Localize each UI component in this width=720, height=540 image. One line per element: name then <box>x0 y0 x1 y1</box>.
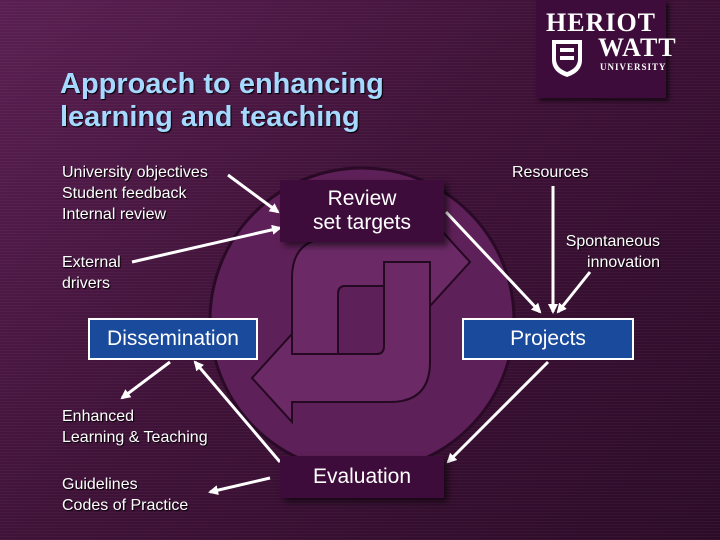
review-line: Review <box>327 187 397 210</box>
external-line: drivers <box>62 275 111 292</box>
dissemination-box: Dissemination <box>88 318 258 360</box>
arrow-review-to-projects <box>444 210 542 314</box>
outputs-guidelines: Guidelines Codes of Practice <box>62 474 188 516</box>
arrow-evaluation-to-guidelines <box>208 476 271 496</box>
arrow-evaluation-to-dissemination <box>193 360 282 463</box>
objective-item: Student feedback <box>62 185 187 202</box>
spontaneous-line: Spontaneous <box>565 233 660 250</box>
university-logo: HERIOT WATT UNIVERSITY <box>536 0 676 98</box>
projects-box: Projects <box>462 318 634 360</box>
spontaneous-line: innovation <box>587 254 660 271</box>
guidelines-line: Guidelines <box>62 476 138 493</box>
page-title: Approach to enhancing learning and teach… <box>60 68 384 133</box>
inputs-spontaneous: Spontaneous innovation <box>550 231 660 273</box>
inputs-resources: Resources <box>512 164 589 181</box>
guidelines-line: Codes of Practice <box>62 497 189 514</box>
logo-word-university: UNIVERSITY <box>600 62 667 72</box>
inputs-external: External drivers <box>62 252 121 294</box>
cycle-arrow-upper <box>291 215 472 379</box>
external-line: External <box>62 254 121 271</box>
arrow-spontaneous-to-projects <box>556 271 592 314</box>
arrow-external-to-review <box>131 224 282 264</box>
arrow-objectives-to-review <box>227 173 280 214</box>
logo-word-heriot: HERIOT <box>546 8 657 37</box>
review-box: Review set targets <box>280 180 444 242</box>
outputs-enhanced: Enhanced Learning & Teaching <box>62 406 208 448</box>
evaluation-box: Evaluation <box>280 456 444 498</box>
enhanced-line: Enhanced <box>62 408 135 425</box>
arrow-dissemination-to-enhanced <box>120 360 171 400</box>
objective-item: Internal review <box>62 206 167 223</box>
arrow-projects-to-evaluation <box>446 360 550 464</box>
enhanced-line: Learning & Teaching <box>62 429 208 446</box>
logo-word-watt: WATT <box>598 33 677 62</box>
cycle-arrow-lower <box>250 261 431 425</box>
crest-icon <box>552 40 582 77</box>
inputs-objectives: University objectives Student feedback I… <box>62 162 208 225</box>
objective-item: University objectives <box>62 164 208 181</box>
review-line: set targets <box>312 211 412 234</box>
